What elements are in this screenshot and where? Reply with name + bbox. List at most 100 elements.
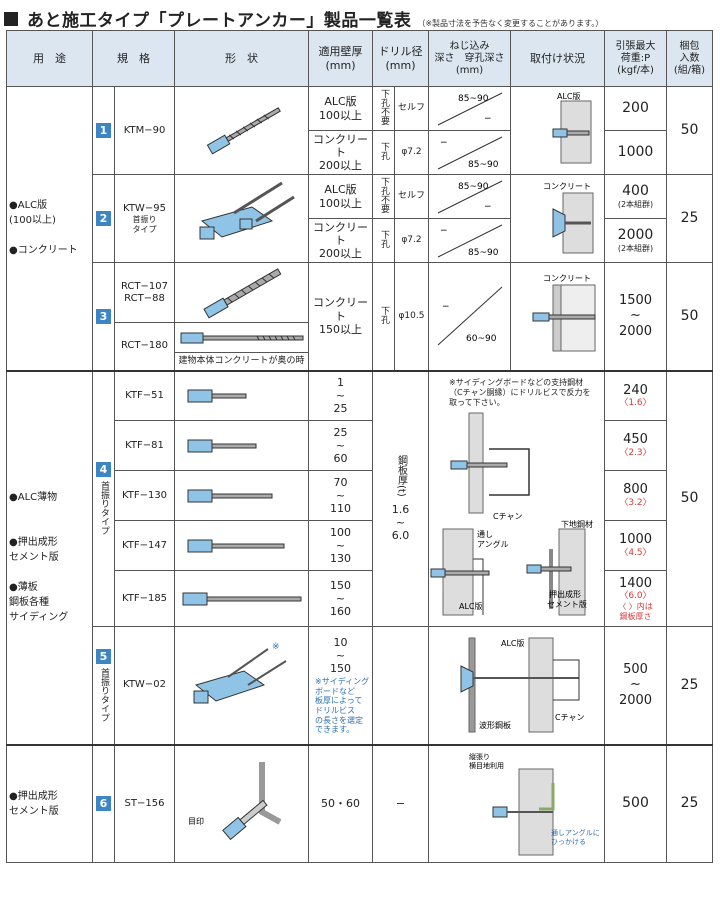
wall-ktf81: 25 ~ 60	[308, 420, 373, 471]
shape-ktf185	[174, 570, 309, 627]
wall-ktf130: 70 ~ 110	[308, 470, 373, 521]
spec-rct107: RCT−107 RCT−88	[114, 262, 175, 323]
load-1000: 1000	[604, 130, 667, 175]
load-240: 240〈1.6〉	[604, 370, 667, 421]
wall-ktw95-conc: コンクリート 200以上	[308, 218, 373, 263]
wall-st156: 50・60	[308, 744, 373, 863]
wall-ktw02: 10 ~ 150※サイディング ボードなど 板厚によって ドリルビス の長さを選…	[308, 626, 373, 746]
wall-rct: コンクリート 150以上	[308, 262, 373, 372]
drill-st156: −	[372, 744, 429, 863]
shape-ktw02: ※	[174, 626, 309, 746]
load-1000-b: 1000〈4.5〉	[604, 520, 667, 571]
svg-text:ALC版: ALC版	[501, 638, 525, 648]
header-drill: ドリル径 (mm)	[372, 30, 429, 87]
number-badge-3: 3	[92, 262, 115, 372]
install-ktw02: ALC版波形鋼板 Cチャン	[428, 626, 605, 746]
shape-ktf147	[174, 520, 309, 571]
svg-text:85~90: 85~90	[458, 182, 489, 192]
page-title: あと施工タイプ「プレートアンカー」製品一覧表	[27, 11, 412, 31]
svg-text:コンクリート: コンクリート	[543, 182, 591, 191]
spec-ktf51: KTF−51	[114, 370, 175, 421]
shape-ktw95	[174, 174, 309, 263]
load-2000: 2000(2本組群)	[604, 218, 667, 263]
drill-none-2: 下孔不要	[372, 174, 395, 219]
install-rct: コンクリート	[510, 262, 605, 372]
depth-ktw95-alc: 85~90 −	[428, 174, 511, 219]
load-200: 200	[604, 86, 667, 131]
load-1500-2000: 1500 ~ 2000	[604, 262, 667, 372]
pack-25-b: 25	[666, 626, 713, 746]
title-note: （※製品寸法を予告なく変更することがあります。）	[417, 19, 604, 28]
wall-ktf147: 100 ~ 130	[308, 520, 373, 571]
product-table: 用 途 規 格 形 状 適用壁厚 (mm) ドリル径 (mm) ねじ込み 深さ …	[6, 30, 713, 863]
header-shape: 形 状	[174, 30, 309, 87]
svg-text:ALC版: ALC版	[459, 601, 483, 611]
load-500: 500	[604, 744, 667, 863]
shape-ktf51	[174, 370, 309, 421]
svg-text:セメント版: セメント版	[547, 599, 587, 609]
steel-thickness: 鋼板厚(t)1.6 ~ 6.0	[372, 370, 429, 627]
use-alc-concrete: ●ALC版 (100以上) ●コンクリート	[6, 86, 93, 372]
depth-ktm90-alc: 85~90 −	[428, 86, 511, 131]
spec-st156: ST−156	[114, 744, 175, 863]
svg-text:縦張り: 縦張り	[469, 752, 490, 761]
svg-text:コンクリート: コンクリート	[543, 274, 591, 283]
rct180-note: 建物本体コンクリートが奥の時	[174, 352, 309, 372]
svg-text:−: −	[484, 114, 492, 124]
wall-ktf185: 150 ~ 160	[308, 570, 373, 627]
spec-ktf130: KTF−130	[114, 470, 175, 521]
svg-text:−: −	[484, 202, 492, 212]
spec-ktw02: KTW−02	[114, 626, 175, 746]
drill-72-1: φ7.2	[394, 130, 429, 175]
load-500-2000: 500 ~ 2000	[604, 626, 667, 746]
drill-hole-1: 下孔	[372, 130, 395, 175]
drill-self-1: セルフ	[394, 86, 429, 131]
pack-25-a: 25	[666, 174, 713, 263]
spec-ktm90: KTM−90	[114, 86, 175, 175]
svg-text:通し: 通し	[477, 529, 493, 539]
svg-text:85~90: 85~90	[468, 160, 499, 170]
drill-105: φ10.5	[394, 262, 429, 372]
wall-ktw95-alc: ALC版 100以上	[308, 174, 373, 219]
spec-ktf147: KTF−147	[114, 520, 175, 571]
shape-ktm90	[174, 86, 309, 175]
svg-text:85~90: 85~90	[458, 94, 489, 104]
pack-50-b: 50	[666, 262, 713, 372]
header-use: 用 途	[6, 30, 93, 87]
drill-72-2: φ7.2	[394, 218, 429, 263]
drill-none-1: 下孔不要	[372, 86, 395, 131]
svg-text:Cチャン: Cチャン	[555, 713, 585, 722]
wall-ktm90-conc: コンクリート 200以上	[308, 130, 373, 175]
shape-rct107	[174, 262, 309, 323]
drill-self-2: セルフ	[394, 174, 429, 219]
install-ktf: ※サイディングボードなどの支持鋼材（Cチャン胴縁）にドリルビスで反力を取って下さ…	[428, 370, 605, 627]
svg-text:Cチャン: Cチャン	[493, 512, 523, 521]
depth-rct: −60~90	[428, 262, 511, 372]
svg-text:−: −	[440, 226, 448, 236]
title-square-icon	[4, 12, 18, 26]
install-ktm90: ALC版	[510, 86, 605, 175]
svg-text:横目地利用: 横目地利用	[469, 761, 504, 770]
load-400: 400(2本組群)	[604, 174, 667, 219]
drill-hole-3: 下孔	[372, 262, 395, 372]
shape-ktf130	[174, 470, 309, 521]
svg-text:60~90: 60~90	[466, 334, 497, 344]
spec-rct180: RCT−180	[114, 322, 175, 372]
pack-25-c: 25	[666, 744, 713, 863]
svg-text:波形鋼板: 波形鋼板	[479, 720, 511, 730]
svg-text:通しアングルに: 通しアングルに	[551, 828, 600, 837]
svg-text:アングル: アングル	[477, 539, 509, 549]
header-load: 引張最大 荷重:P (kgf/本)	[604, 30, 667, 87]
svg-text:下地鋼材: 下地鋼材	[561, 519, 593, 529]
depth-ktw95-conc: −85~90	[428, 218, 511, 263]
header-spec: 規 格	[92, 30, 175, 87]
install-ktw95: コンクリート	[510, 174, 605, 263]
header-install: 取付け状況	[510, 30, 605, 87]
svg-text:※: ※	[272, 642, 280, 652]
use-thin-extruded-steel: ●ALC薄物 ●押出成形 セメント版 ●薄板 鋼板各種 サイディング	[6, 370, 93, 746]
spec-ktf81: KTF−81	[114, 420, 175, 471]
shape-ktf81	[174, 420, 309, 471]
header-depth: ねじ込み 深さ 穿孔深さ (mm)	[428, 30, 511, 87]
